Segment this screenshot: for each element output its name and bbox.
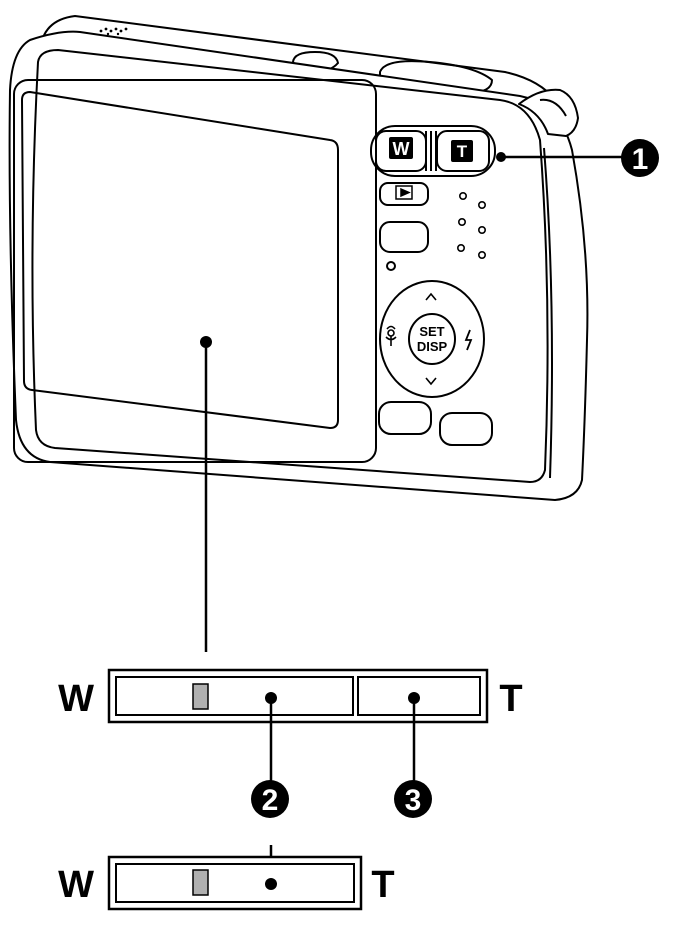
camera-front-face	[31, 49, 549, 483]
playback-button[interactable]	[379, 182, 429, 206]
set-label: SET	[419, 324, 444, 339]
zoom-position-marker	[192, 683, 209, 710]
disp-label: DISP	[417, 339, 448, 354]
callout-3-badge	[394, 780, 432, 818]
callout-3: 3	[394, 698, 432, 818]
callout-1-number: 1	[632, 143, 649, 176]
playback-icon	[395, 185, 413, 200]
zoom-rocker-housing	[370, 125, 496, 177]
macro-flower-icon	[385, 325, 397, 346]
zoom-bar-full-wide-label: W	[58, 678, 94, 720]
optical-only-zoom-dot	[265, 878, 277, 890]
callout-2-number: 2	[262, 784, 279, 817]
lcd-screen	[21, 91, 339, 429]
zoom-button-labels: W T	[389, 137, 473, 162]
zoom-bar-optical: W T	[58, 855, 395, 911]
camera-illustration	[8, 15, 589, 501]
strap-lug	[518, 88, 579, 137]
flash-icon	[464, 329, 473, 351]
zoom-tele-label: T	[457, 142, 468, 161]
zoom-bar-optical-wide-label: W	[58, 864, 94, 906]
speaker-holes	[99, 27, 128, 36]
chevron-down-icon	[425, 377, 437, 386]
zoom-position-marker-optical	[192, 869, 209, 896]
set-disp-button[interactable]	[408, 313, 456, 365]
zoom-bar-optical-tele-label: T	[371, 864, 394, 906]
pad-icons	[385, 292, 473, 386]
chevron-up-icon	[425, 292, 437, 301]
lcd-pointer	[200, 336, 212, 652]
bottom-right-button[interactable]	[439, 412, 493, 446]
zoom-bar-full: W T	[58, 668, 523, 724]
menu-button[interactable]	[379, 221, 429, 253]
indicator-dots	[456, 192, 486, 260]
callout-1: 1	[496, 139, 659, 177]
status-led	[386, 261, 396, 271]
callout-2: 2	[251, 698, 289, 818]
callout-3-number: 3	[405, 784, 422, 817]
bottom-left-button[interactable]	[378, 401, 432, 435]
callout-1-badge	[621, 139, 659, 177]
zoom-bar-full-tele-label: T	[499, 678, 522, 720]
four-way-pad[interactable]	[379, 280, 485, 398]
zoom-wide-label: W	[393, 139, 410, 159]
callout-2-badge	[251, 780, 289, 818]
lcd-screen-frame	[13, 79, 377, 463]
